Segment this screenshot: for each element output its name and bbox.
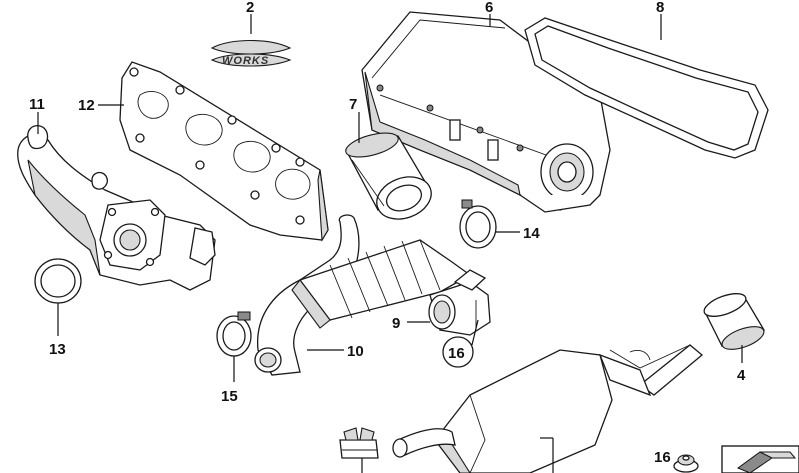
part-16-grommet — [673, 454, 699, 473]
exhaust-muffler — [392, 344, 704, 473]
part-4-sleeve — [703, 293, 765, 350]
part-11-exhaust-manifold — [17, 124, 216, 291]
bottom-clamp — [339, 427, 379, 459]
part-8-gasket — [524, 17, 769, 159]
callout-15: 15 — [221, 388, 238, 405]
callout-16-circled: 16 — [448, 345, 465, 362]
callout-11: 11 — [29, 96, 45, 113]
part-13-ring-gasket — [34, 258, 82, 304]
callout-6: 6 — [485, 0, 493, 16]
part-12-manifold-gasket — [119, 61, 329, 242]
part-7-air-filter — [345, 132, 432, 220]
part-2-works-badge: WORKS — [210, 39, 292, 67]
corner-symbol-box — [721, 445, 799, 473]
callout-2: 2 — [246, 0, 254, 16]
callout-9: 9 — [392, 315, 400, 332]
part-9-air-mass-meter — [428, 269, 491, 336]
callout-12: 12 — [78, 97, 95, 114]
callout-8: 8 — [656, 0, 664, 16]
callout-4: 4 — [737, 367, 746, 384]
callout-10: 10 — [347, 343, 364, 360]
logo-text: WORKS — [222, 55, 269, 67]
callout-16: 16 — [654, 449, 671, 466]
callout-7: 7 — [349, 96, 357, 113]
callout-14: 14 — [523, 225, 540, 242]
part-15-hose-clamp — [216, 311, 252, 357]
callout-13: 13 — [49, 341, 66, 358]
part-14-hose-clamp — [459, 199, 497, 249]
